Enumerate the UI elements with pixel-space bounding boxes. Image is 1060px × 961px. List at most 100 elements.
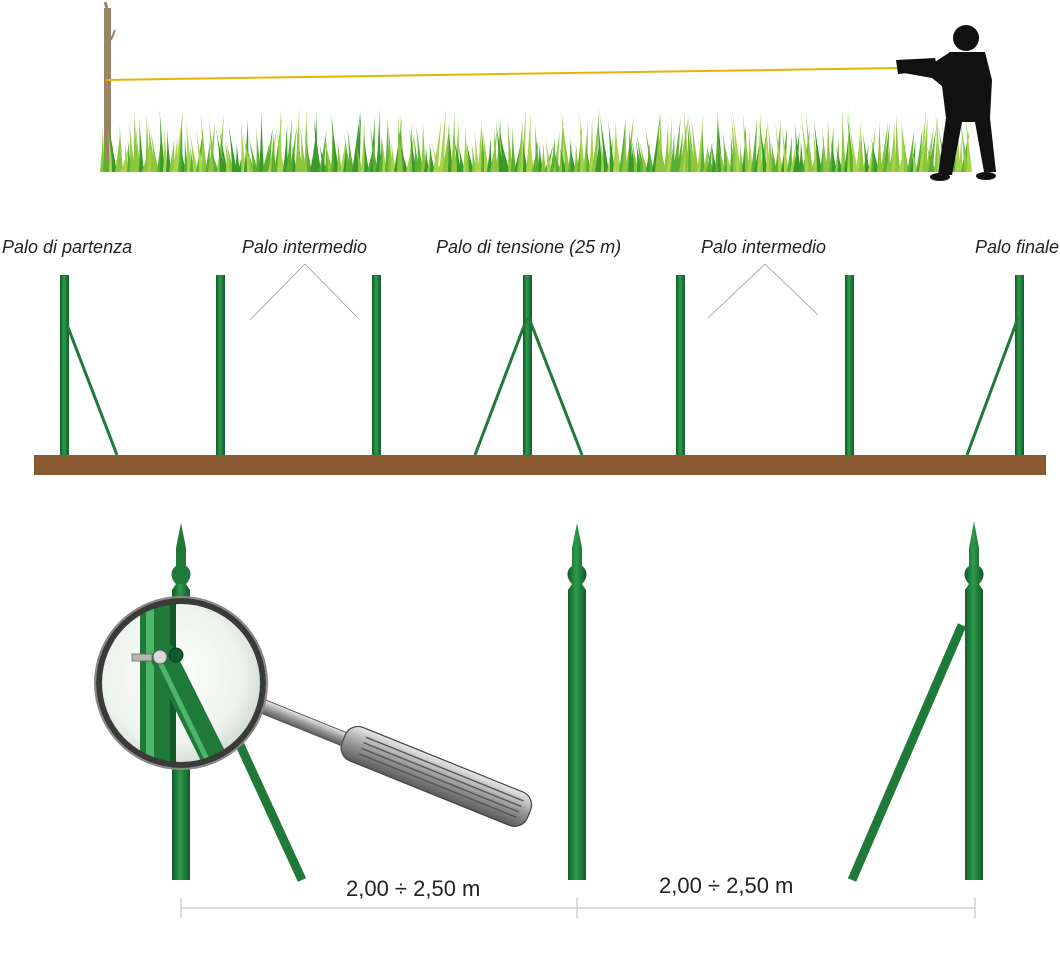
grass-blade [166, 128, 171, 172]
grass-blade [507, 118, 513, 172]
grass-blade [683, 107, 690, 172]
grass-blade [471, 142, 477, 172]
grass-blade [529, 130, 534, 172]
grass-blade [725, 146, 732, 172]
grass-blade [757, 109, 762, 172]
grass-blade [159, 108, 165, 172]
post-layout-diagram: Palo di partenza Palo intermedio Palo di… [2, 237, 1059, 475]
grass-blade [600, 137, 606, 172]
grass-blade [500, 135, 510, 172]
grass-blade [465, 143, 471, 172]
grass-blade [907, 129, 915, 172]
dimension-span-2: 2,00 ÷ 2,50 m [659, 873, 793, 898]
detail-end-post [847, 521, 984, 882]
grass-blade [118, 124, 123, 172]
intermediate-post [676, 275, 685, 455]
grass-blade [768, 124, 774, 172]
grass-blade [636, 133, 645, 172]
grass-blade [107, 130, 114, 172]
grass-blade [409, 128, 417, 172]
grass-blade [355, 143, 363, 172]
grass-blade [731, 112, 738, 172]
grass-blade [451, 109, 456, 172]
grass-blade [292, 144, 297, 172]
grass-blade [794, 122, 801, 172]
grass-blade [363, 135, 369, 172]
person-silhouette-icon [896, 25, 996, 181]
grass-blade [895, 111, 900, 172]
intermediate-post [372, 275, 381, 455]
grass-blade [622, 119, 627, 172]
grass-blade [813, 116, 822, 172]
grass-blade [439, 107, 446, 172]
grass-blade [138, 116, 144, 172]
grass-blade [732, 108, 741, 172]
tension-wire [105, 67, 901, 81]
grass-blade [592, 108, 600, 172]
intermediate-post [845, 275, 854, 455]
grass-blade [243, 132, 252, 172]
grass-blade [352, 111, 361, 172]
grass-blade [880, 121, 889, 172]
grass-blade [319, 143, 327, 172]
grass-blade [398, 137, 408, 172]
intermediate-post [216, 275, 225, 455]
grass-blade [304, 131, 312, 172]
grass-blade [676, 131, 684, 172]
grass-blade [217, 113, 224, 172]
grass-blade [722, 131, 729, 172]
grass-blade [175, 108, 183, 172]
grass-blade [579, 109, 585, 172]
grass-blade [585, 141, 591, 172]
grass-blade [245, 143, 255, 172]
grass-blade [262, 142, 270, 172]
grass-blade [848, 120, 858, 172]
grass-blade [442, 124, 450, 172]
grass-blade [781, 124, 789, 172]
grass-blade [711, 142, 717, 172]
grass-blade [458, 144, 465, 172]
grass-blade [774, 119, 783, 172]
grass-blade [758, 116, 768, 172]
grass-blade [399, 111, 405, 172]
grass-blade [958, 136, 963, 172]
grass-blade [300, 125, 306, 172]
grass-blade [700, 128, 705, 172]
grass-blade [670, 132, 675, 172]
grass-blade [276, 129, 285, 172]
grass-blade [877, 120, 882, 172]
grass-blade [739, 144, 744, 172]
grass-blade [487, 136, 492, 172]
grass-blade [108, 120, 117, 172]
grass-blade [922, 114, 928, 172]
grass-blade [369, 123, 378, 172]
grass-blade [925, 126, 934, 172]
grass-blade [664, 121, 669, 172]
grass-blade [717, 142, 726, 172]
tension-post [473, 275, 584, 456]
grass-blade [560, 107, 570, 172]
grass-blade [911, 146, 918, 172]
grass-blade [615, 124, 621, 172]
grass-blade [226, 141, 234, 172]
start-post [60, 275, 119, 456]
grass-blade [337, 138, 342, 172]
grass-blade [717, 116, 723, 172]
grass-blade [388, 122, 393, 172]
grass-blade [128, 120, 135, 172]
grass-blade [959, 113, 969, 172]
grass-blade [574, 143, 579, 172]
grass-blade [522, 137, 528, 172]
grass-blade [215, 127, 225, 172]
grass-blade [687, 110, 696, 172]
grass-blade [765, 123, 771, 172]
grass-blade [541, 143, 546, 172]
grass-blade [248, 134, 258, 172]
grass-blade [208, 113, 216, 172]
grass-blade [453, 137, 462, 172]
grass-blade [185, 117, 192, 172]
grass-blade [376, 108, 381, 172]
grass-blade [259, 110, 264, 172]
label-end-post: Palo finale [975, 237, 1059, 257]
grass-blade [550, 137, 556, 172]
